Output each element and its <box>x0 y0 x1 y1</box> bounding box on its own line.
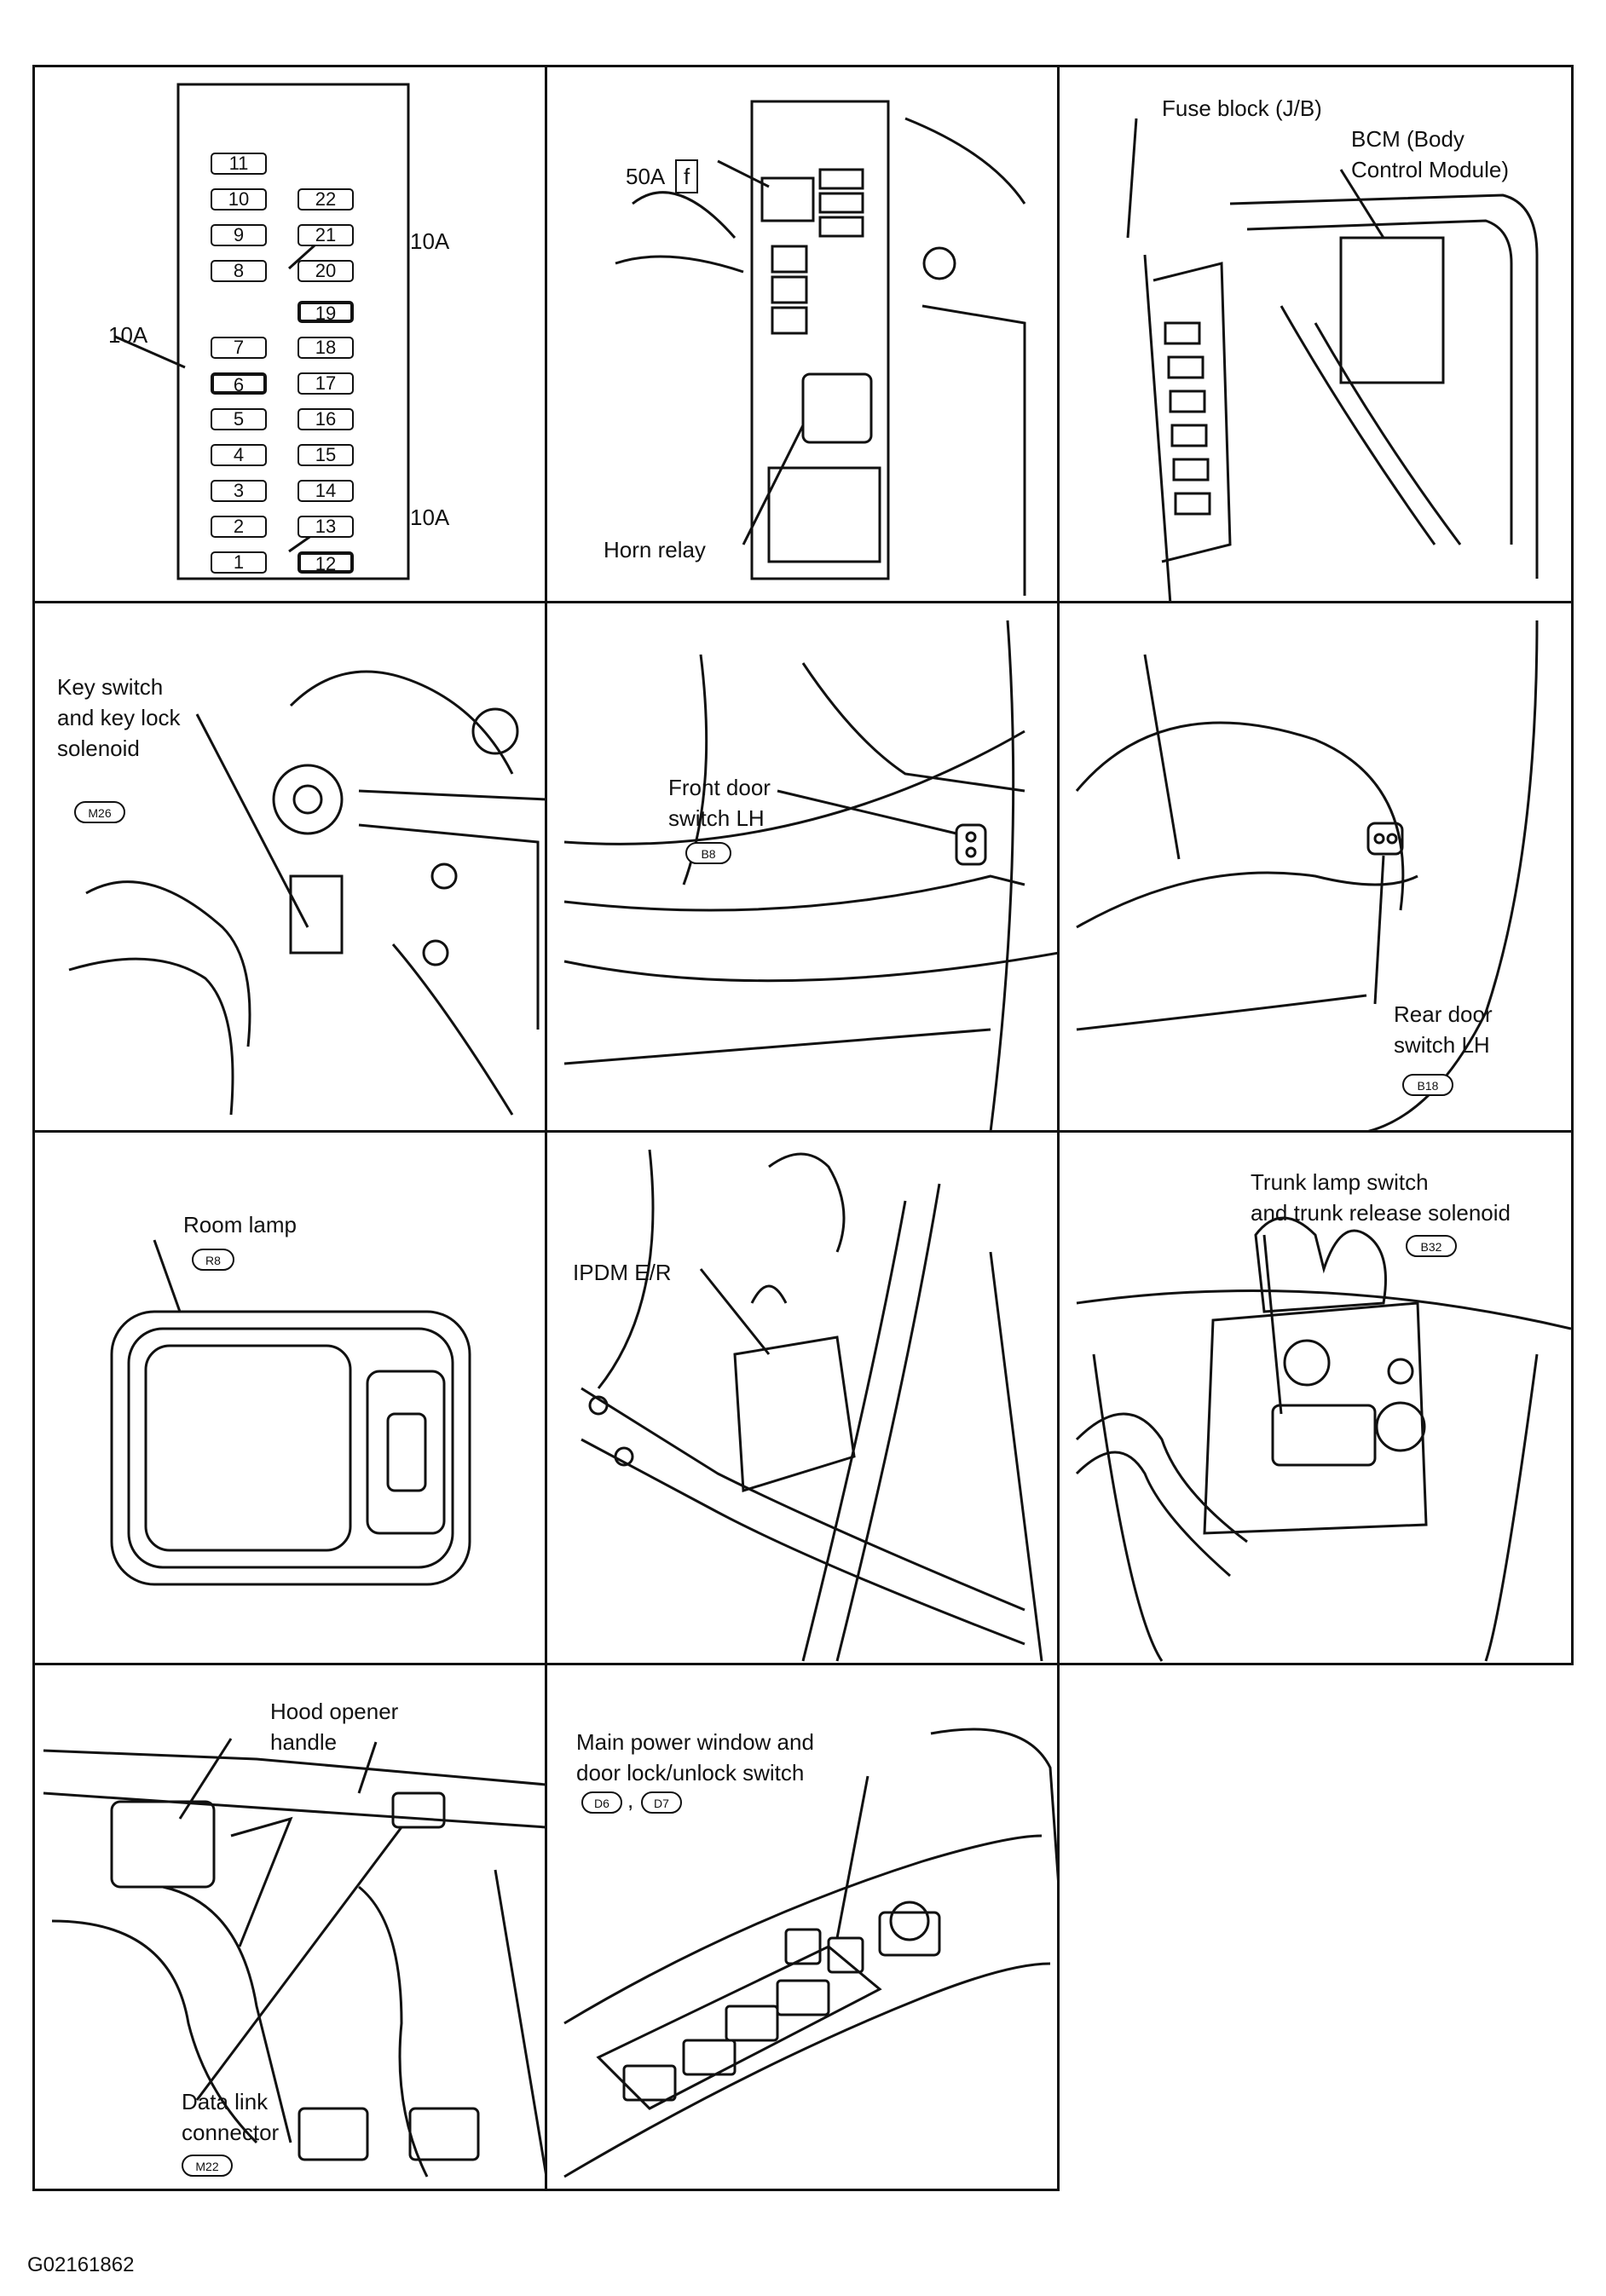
fuse-21: 21 <box>298 224 354 246</box>
key-switch-label: Key switch and key lock solenoid <box>57 674 181 761</box>
panel-engine-fuse-box: 50A f Horn relay <box>545 65 1060 603</box>
key-switch-drawing <box>68 670 545 1116</box>
panel-rear-door-switch: Rear door switch LH B18 <box>1057 601 1574 1133</box>
fuse-2: 2 <box>211 516 267 538</box>
figure-code: G02161862 <box>27 2253 135 2276</box>
panel-ipdm: IPDM E/R <box>545 1130 1060 1665</box>
fuse-4: 4 <box>211 444 267 466</box>
panel-fuse-block-bcm: Fuse block (J/B) BCM (Body Control Modul… <box>1057 65 1574 603</box>
ipdm-drawing <box>581 1149 1043 1662</box>
fuse-7: 7 <box>211 337 267 359</box>
fuse-6: 6 <box>211 372 267 395</box>
fuse-5: 5 <box>211 408 267 430</box>
rear-door-drawing <box>1075 620 1539 1130</box>
callout-10a-fuse-19: 10A <box>410 228 450 254</box>
rear-door-switch-label: Rear door switch LH <box>1394 1001 1493 1058</box>
connector-b32: B32 <box>1406 1235 1457 1257</box>
panel-trunk-lamp-switch: Trunk lamp switch and trunk release sole… <box>1057 1130 1574 1665</box>
room-lamp-label: Room lamp <box>183 1212 297 1237</box>
fuse-50a-label: 50A <box>626 164 666 189</box>
connector-b8: B8 <box>685 842 731 864</box>
connector-r8: R8 <box>192 1249 234 1271</box>
fuse-18: 18 <box>298 337 354 359</box>
front-door-switch-label: Front door switch LH <box>668 775 771 831</box>
fuse-9: 9 <box>211 224 267 246</box>
connector-m22: M22 <box>182 2155 233 2177</box>
fuse-letter-box: f <box>675 159 699 193</box>
fuse-1: 1 <box>211 551 267 574</box>
room-lamp-drawing <box>110 1239 471 1586</box>
power-window-switch-label: Main power window and door lock/unlock s… <box>576 1729 814 1785</box>
fuse-14: 14 <box>298 480 354 502</box>
connector-d6: D6 <box>581 1791 622 1814</box>
fuse-block-jb-label: Fuse block (J/B) <box>1162 95 1322 121</box>
connector-b18: B18 <box>1402 1074 1453 1096</box>
engine-fuse-box-drawing <box>615 100 1026 596</box>
panel-hood-opener-dlc: Hood opener handle Data link connector M… <box>32 1663 547 2191</box>
callout-10a-fuse-12: 10A <box>410 505 450 530</box>
fuse-22: 22 <box>298 188 354 211</box>
fuse-19: 19 <box>298 301 354 323</box>
fuse-8: 8 <box>211 260 267 282</box>
fuse-block-bcm-drawing <box>1126 118 1539 601</box>
fuse-11: 11 <box>211 153 267 175</box>
data-link-connector-label: Data link connector <box>182 2089 280 2145</box>
fuse-16: 16 <box>298 408 354 430</box>
ipdm-er-label: IPDM E/R <box>573 1260 672 1285</box>
connector-separator: , <box>627 1787 634 1813</box>
horn-relay-label: Horn relay <box>604 537 706 562</box>
trunk-drawing <box>1075 1216 1571 1662</box>
front-door-drawing <box>563 620 1057 1130</box>
fuse-10: 10 <box>211 188 267 211</box>
fuse-17: 17 <box>298 372 354 395</box>
connector-m26: M26 <box>74 801 125 823</box>
panel-power-window-switch: Main power window and door lock/unlock s… <box>545 1663 1060 2191</box>
trunk-lamp-switch-label: Trunk lamp switch and trunk release sole… <box>1251 1169 1511 1226</box>
fuse-13: 13 <box>298 516 354 538</box>
panel-key-switch: Key switch and key lock solenoid M26 <box>32 601 547 1133</box>
power-window-drawing <box>563 1728 1057 2178</box>
fuse-12: 12 <box>298 551 354 574</box>
panel-front-door-switch: Front door switch LH B8 <box>545 601 1060 1133</box>
fuse-15: 15 <box>298 444 354 466</box>
fuse-3: 3 <box>211 480 267 502</box>
fuse-20: 20 <box>298 260 354 282</box>
bcm-label: BCM (Body Control Module) <box>1351 126 1509 182</box>
callout-10a-fuse-6: 10A <box>108 322 148 348</box>
hood-opener-label: Hood opener handle <box>270 1699 399 1755</box>
hood-opener-drawing <box>43 1738 545 2178</box>
panel-room-lamp: Room lamp R8 <box>32 1130 547 1665</box>
connector-d7: D7 <box>641 1791 682 1814</box>
